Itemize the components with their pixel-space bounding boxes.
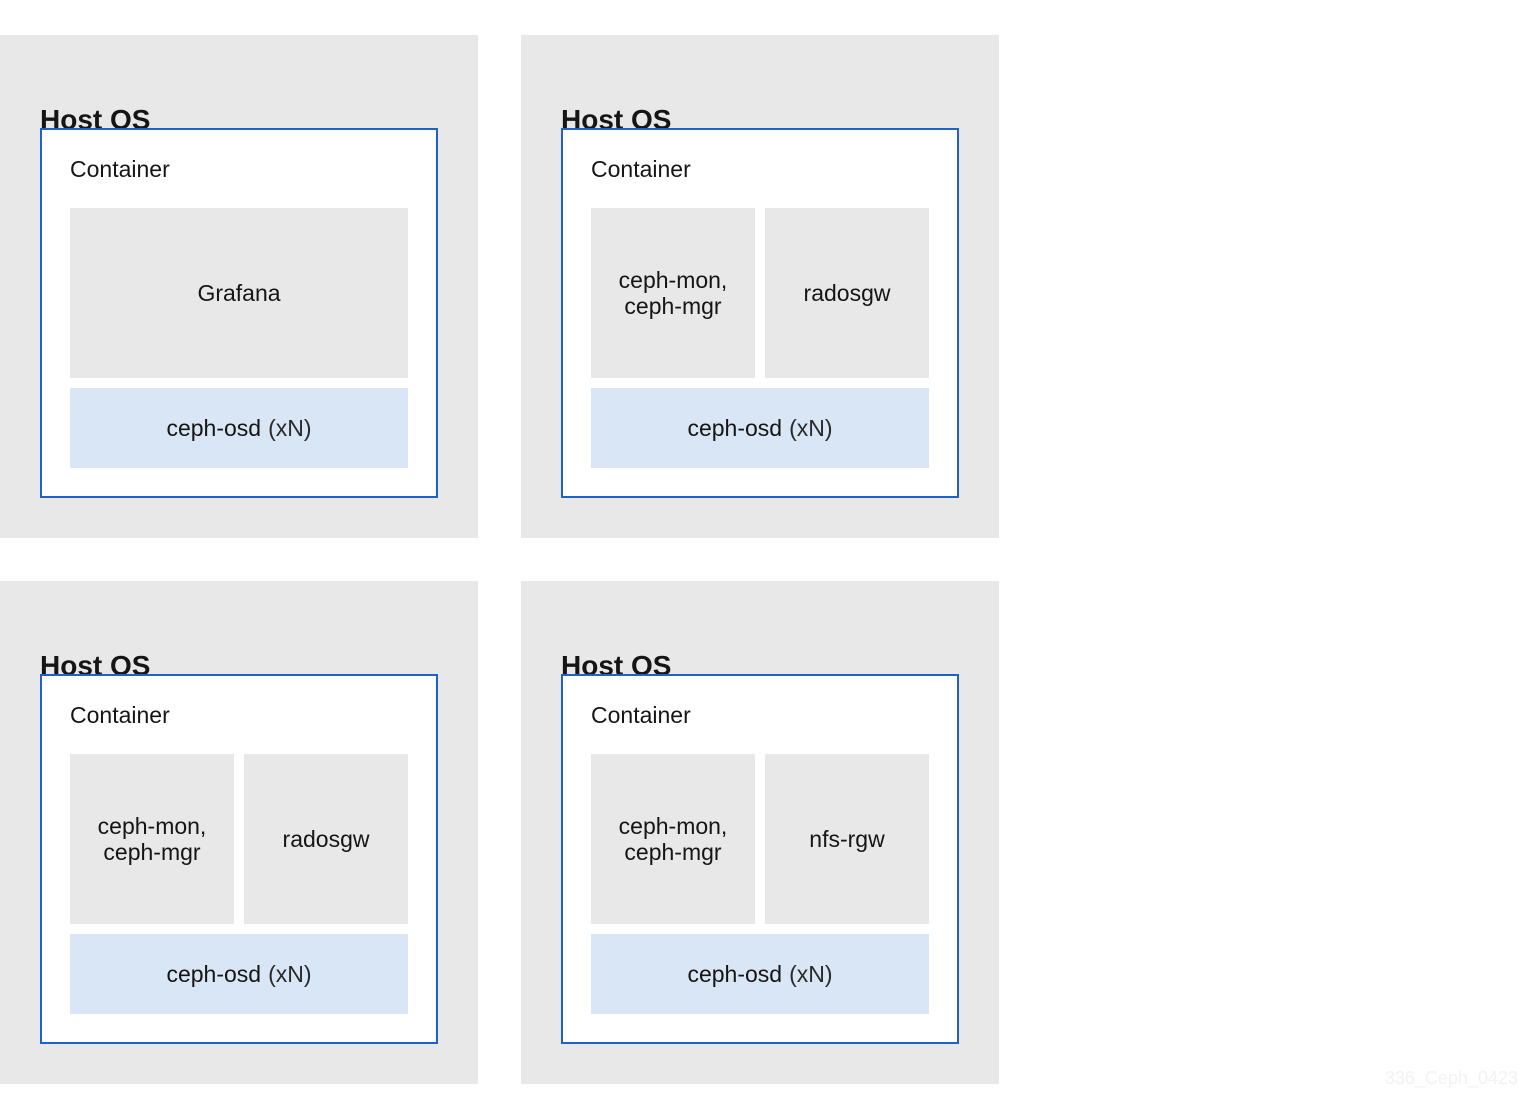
ceph-osd-box: ceph-osd (xN) bbox=[591, 934, 929, 1014]
service-label: ceph-mon, ceph-mgr bbox=[97, 813, 207, 865]
osd-count: (xN) bbox=[268, 960, 312, 987]
osd-name: ceph-osd bbox=[166, 414, 262, 441]
container-box: Container Grafana ceph-osd (xN) bbox=[40, 128, 438, 498]
container-title: Container bbox=[591, 702, 691, 728]
host-os-panel-2: Host OS Container ceph-mon, ceph-mgr rad… bbox=[521, 35, 999, 538]
osd-name: ceph-osd bbox=[687, 960, 783, 987]
host-os-panel-3: Host OS Container ceph-mon, ceph-mgr rad… bbox=[0, 581, 478, 1084]
service-label: radosgw bbox=[282, 826, 370, 852]
container-box: Container ceph-mon, ceph-mgr radosgw cep… bbox=[40, 674, 438, 1044]
host-os-panel-1: Host OS Container Grafana ceph-osd (xN) bbox=[0, 35, 478, 538]
service-label: radosgw bbox=[803, 280, 891, 306]
service-radosgw: radosgw bbox=[244, 754, 408, 924]
container-box: Container ceph-mon, ceph-mgr radosgw cep… bbox=[561, 128, 959, 498]
service-grafana: Grafana bbox=[70, 208, 408, 378]
host-os-panel-4: Host OS Container ceph-mon, ceph-mgr nfs… bbox=[521, 581, 999, 1084]
service-ceph-mon-mgr: ceph-mon, ceph-mgr bbox=[70, 754, 234, 924]
container-box: Container ceph-mon, ceph-mgr nfs-rgw cep… bbox=[561, 674, 959, 1044]
service-label: Grafana bbox=[197, 280, 281, 306]
osd-name: ceph-osd bbox=[166, 960, 262, 987]
osd-name: ceph-osd bbox=[687, 414, 783, 441]
osd-count: (xN) bbox=[789, 960, 833, 987]
service-nfs-rgw: nfs-rgw bbox=[765, 754, 929, 924]
service-label: ceph-mon, ceph-mgr bbox=[618, 267, 728, 319]
service-label: nfs-rgw bbox=[809, 826, 885, 852]
watermark: 336_Ceph_0423 bbox=[1384, 1068, 1518, 1088]
container-title: Container bbox=[591, 156, 691, 182]
ceph-osd-box: ceph-osd (xN) bbox=[70, 388, 408, 468]
service-ceph-mon-mgr: ceph-mon, ceph-mgr bbox=[591, 754, 755, 924]
service-ceph-mon-mgr: ceph-mon, ceph-mgr bbox=[591, 208, 755, 378]
container-title: Container bbox=[70, 702, 170, 728]
ceph-osd-box: ceph-osd (xN) bbox=[591, 388, 929, 468]
osd-count: (xN) bbox=[268, 414, 312, 441]
container-title: Container bbox=[70, 156, 170, 182]
service-label: ceph-mon, ceph-mgr bbox=[618, 813, 728, 865]
osd-count: (xN) bbox=[789, 414, 833, 441]
ceph-osd-box: ceph-osd (xN) bbox=[70, 934, 408, 1014]
service-radosgw: radosgw bbox=[765, 208, 929, 378]
